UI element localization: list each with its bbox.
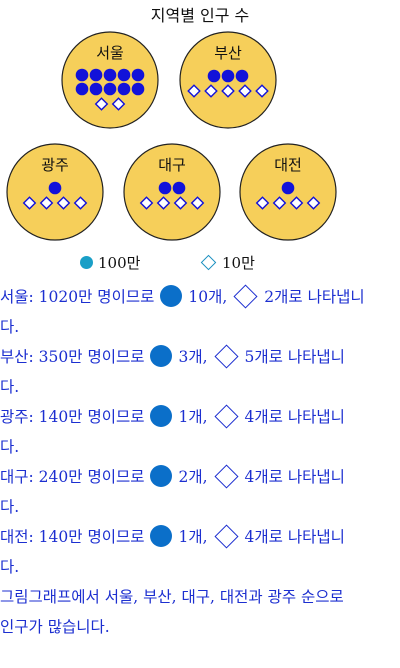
legend: 100만 10만	[80, 252, 320, 274]
big-dot-icon	[150, 345, 173, 367]
explanation-line: 대구: 240만 명이므로 2개, 4개로 나타냅니	[0, 462, 400, 492]
explanation-text: 대구: 240만 명이므로	[0, 468, 145, 486]
region-label: 서울	[96, 44, 124, 62]
explanation-line: 대전: 140만 명이므로 1개, 4개로 나타냅니	[0, 522, 400, 552]
small-diamond-mark	[221, 84, 235, 98]
small-diamond-mark	[255, 196, 270, 210]
big-dot-mark	[48, 181, 62, 195]
small-diamond-mark	[94, 97, 109, 111]
big-dot-mark	[131, 68, 145, 82]
small-diamond-mark	[204, 84, 218, 98]
explanation-big-count: 2개,	[178, 468, 208, 486]
big-dot-mark	[221, 69, 235, 83]
explanation-small-count: 4개로 나타냅니	[244, 528, 345, 546]
explanation-big-count: 1개,	[178, 528, 208, 546]
explanation-small-count: 5개로 나타냅니	[244, 348, 345, 366]
explanation-text: 대전: 140만 명이므로	[0, 528, 145, 546]
big-dot-icon	[160, 285, 183, 307]
legend-small-label: 10만	[222, 254, 255, 272]
explanation-block: 서울: 1020만 명이므로 10개, 2개로 나타냅니 다. 부산: 350만 명…	[0, 282, 400, 642]
big-dot-mark	[281, 181, 295, 195]
region-label: 광주	[41, 156, 69, 174]
region-3: 대구	[123, 143, 221, 241]
small-diamond-mark	[73, 196, 88, 210]
explanation-wrap: 다.	[0, 438, 20, 456]
small-diamond-mark	[39, 196, 54, 210]
small-diamond-mark	[238, 84, 252, 98]
big-dot-mark	[235, 69, 249, 83]
small-diamond-mark	[156, 196, 171, 210]
region-2: 광주	[6, 143, 104, 241]
small-diamond-mark	[306, 196, 321, 210]
small-diamond-mark	[111, 97, 126, 111]
region-4: 대전	[239, 143, 337, 241]
big-dot-mark	[75, 68, 89, 82]
explanation-wrap: 다.	[0, 558, 20, 576]
small-diamond-mark	[139, 196, 154, 210]
explanation-big-count: 3개,	[178, 348, 208, 366]
big-dot-mark	[89, 68, 103, 82]
legend-big: 100만	[80, 252, 140, 273]
big-dot-mark	[117, 68, 131, 82]
small-diamond-mark	[187, 84, 201, 98]
small-diamond-mark	[190, 196, 205, 210]
big-dot-mark	[103, 68, 117, 82]
explanation-wrap: 다.	[0, 318, 20, 336]
explanation-big-count: 10개,	[188, 288, 228, 306]
diamond-icon	[214, 524, 239, 549]
small-diamond-mark	[255, 84, 269, 98]
explanation-small-count: 2개로 나타냅니	[264, 288, 365, 306]
diamond-icon	[233, 284, 258, 309]
chart-title: 지역별 인구 수	[150, 6, 250, 25]
region-label: 부산	[214, 44, 242, 62]
big-dot-mark	[158, 181, 172, 195]
region-label: 대전	[274, 156, 302, 174]
big-dot-icon	[150, 525, 173, 547]
small-diamond-mark	[272, 196, 287, 210]
region-circle	[123, 143, 221, 241]
small-diamond-mark	[173, 196, 188, 210]
region-1: 부산	[179, 31, 277, 129]
small-diamond-mark	[56, 196, 71, 210]
small-diamond-mark	[289, 196, 304, 210]
explanation-line: 부산: 350만 명이므로 3개, 5개로 나타냅니	[0, 342, 400, 372]
legend-small-diamond-icon	[200, 254, 217, 271]
explanation-line: 광주: 140만 명이므로 1개, 4개로 나타냅니	[0, 402, 400, 432]
diamond-icon	[214, 404, 239, 429]
explanation-text: 광주: 140만 명이므로	[0, 408, 145, 426]
big-dot-mark	[207, 69, 221, 83]
big-dot-mark	[89, 82, 103, 96]
explanation-text: 부산: 350만 명이므로	[0, 348, 145, 366]
region-label: 대구	[158, 156, 186, 174]
diamond-icon	[214, 464, 239, 489]
explanation-wrap: 다.	[0, 498, 20, 516]
legend-small: 10만	[200, 252, 255, 273]
legend-big-label: 100만	[98, 254, 141, 272]
small-diamond-mark	[22, 196, 37, 210]
explanation-line: 서울: 1020만 명이므로 10개, 2개로 나타냅니	[0, 282, 400, 312]
legend-big-dot-icon	[80, 256, 93, 269]
explanation-text: 서울: 1020만 명이므로	[0, 288, 155, 306]
diamond-icon	[214, 344, 239, 369]
region-0: 서울	[61, 31, 159, 129]
explanation-small-count: 4개로 나타냅니	[244, 408, 345, 426]
explanation-big-count: 1개,	[178, 408, 208, 426]
explanation-small-count: 4개로 나타냅니	[244, 468, 345, 486]
big-dot-mark	[103, 82, 117, 96]
big-dot-mark	[131, 82, 145, 96]
conclusion-line-1: 그림그래프에서 서울, 부산, 대구, 대전과 광주 순으로	[0, 588, 344, 606]
big-dot-icon	[150, 465, 173, 487]
big-dot-mark	[172, 181, 186, 195]
conclusion-line-2: 인구가 많습니다.	[0, 618, 110, 636]
explanation-wrap: 다.	[0, 378, 20, 396]
big-dot-icon	[150, 405, 173, 427]
big-dot-mark	[75, 82, 89, 96]
big-dot-mark	[117, 82, 131, 96]
